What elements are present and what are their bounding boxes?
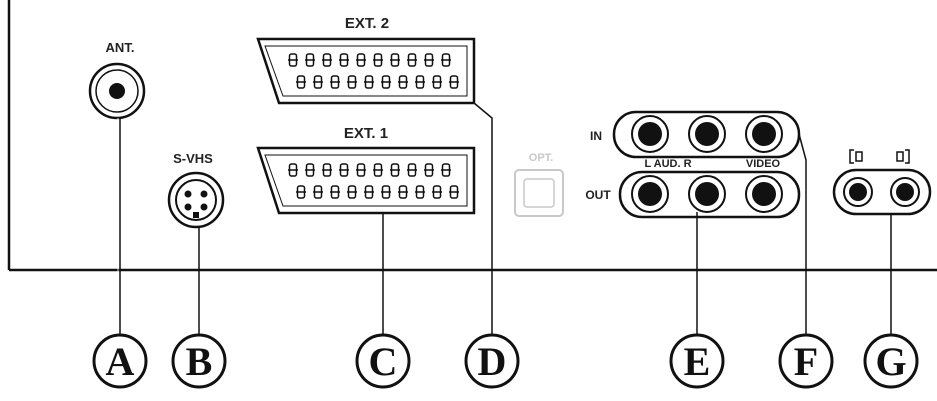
callout-letter: D [478,339,507,384]
callout-b: B [171,333,227,389]
svhs-connector: S-VHS [167,151,225,229]
rca-out-row: OUT [585,170,801,219]
callout-letter: F [794,339,818,384]
label-aud: L AUD. R [644,158,691,170]
label-svhs: S-VHS [173,151,213,166]
speaker-right-icon [896,149,910,164]
antenna-connector: ANT. [88,40,146,120]
callout-d: D [464,333,520,389]
scart-ext1: EXT. 1 [256,125,476,215]
callouts: A B C D E F G [92,333,919,389]
callout-letter: A [106,339,135,384]
callout-letter: C [369,339,398,384]
callout-g: G [863,333,919,389]
callout-c: C [355,333,411,389]
leader-lines [117,102,892,335]
callout-a: A [92,333,148,389]
rca-in-r [688,115,726,153]
label-opt: OPT. [529,152,553,164]
label-in: IN [590,129,602,143]
rca-out-video [745,175,783,213]
label-video: VIDEO [746,158,781,170]
callout-f: F [778,333,834,389]
callout-letter: E [684,339,711,384]
label-ant: ANT. [106,40,135,55]
rca-in-video [745,115,783,153]
rca-out-l [631,175,669,213]
rca-in-row: IN [590,110,801,159]
scart-ext2: EXT. 2 [256,15,476,105]
optical-connector: OPT. [514,152,564,217]
headphone-jacks [832,149,932,216]
callout-letter: B [186,339,213,384]
rear-panel [7,0,937,272]
rca-in-l [631,115,669,153]
rca-out-r [688,175,726,213]
label-out: OUT [585,188,611,202]
label-ext2: EXT. 2 [345,15,389,32]
speaker-left-icon [849,149,863,164]
callout-letter: G [875,339,906,384]
callout-e: E [669,333,725,389]
label-ext1: EXT. 1 [344,125,388,142]
